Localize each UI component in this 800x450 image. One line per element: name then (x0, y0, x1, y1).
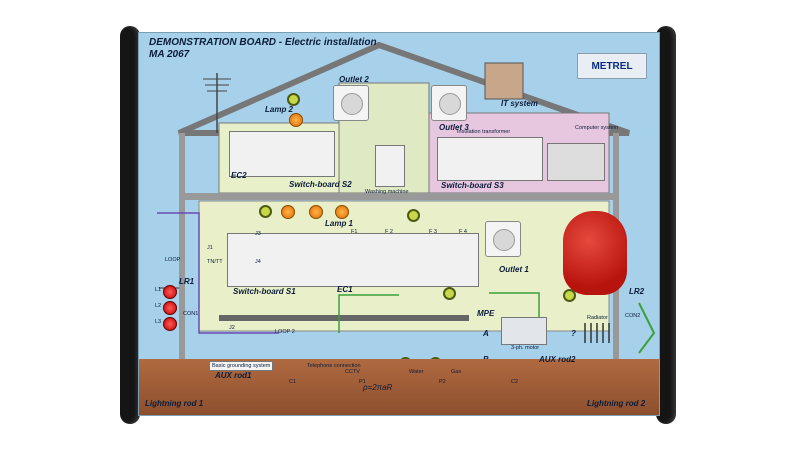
con1-label: CON1 (183, 311, 199, 317)
outlet-2-socket[interactable] (333, 85, 369, 121)
aux-rod1-label: AUX rod1 (215, 371, 252, 380)
outlet-3-label: Outlet 3 (439, 123, 469, 132)
jack-lamp2[interactable] (287, 93, 300, 106)
jack-lamp1[interactable] (259, 205, 272, 218)
lamp-1-bulb-c (335, 205, 349, 219)
telephone-label: Telephone connection (307, 363, 361, 369)
lr1-label: LR1 (179, 277, 195, 286)
l3-label: L3 (155, 319, 162, 325)
jack-main-2[interactable] (443, 287, 456, 300)
lamp-1-bulb-b (309, 205, 323, 219)
switchboard-s2-label: Switch-board S2 (289, 180, 352, 189)
f4-label: F 4 (459, 229, 467, 235)
radiator-label: Radiator (587, 315, 608, 321)
three-phase-motor (501, 317, 547, 345)
question-mark-label: ? (571, 329, 576, 338)
resistivity-formula: ρ=2πaR (363, 383, 393, 392)
j4-label: J4 (255, 259, 261, 265)
jack-main-3[interactable] (563, 289, 576, 302)
gas-label: Gas (451, 369, 462, 375)
f3-label: F 3 (429, 229, 437, 235)
computer-system (547, 143, 605, 181)
switchboard-s3-label: Switch-board S3 (441, 181, 504, 190)
f1-label: F1 (351, 229, 358, 235)
c1-label: C1 (289, 379, 297, 385)
demonstration-board: DEMONSTRATION BOARD - Electric installat… (138, 32, 660, 416)
loop-label: LOOP (165, 257, 181, 263)
three-phase-plug[interactable] (563, 211, 627, 295)
l2-indicator (163, 301, 177, 315)
p1-label: P1 (359, 379, 366, 385)
j3-label: J3 (255, 231, 261, 237)
outlet-1-label: Outlet 1 (499, 265, 529, 274)
l1-label: L1 (155, 287, 162, 293)
switchboard-s1[interactable] (227, 233, 479, 287)
loop2-label: LOOP 2 (275, 329, 295, 335)
cctv-label: CCTV (345, 369, 360, 375)
lr2-label: LR2 (629, 287, 645, 296)
tn-tt-label: TN/TT (207, 259, 223, 265)
right-handle-rail (656, 26, 676, 424)
brand-name: METREL (591, 60, 633, 72)
outlet-3-socket[interactable] (431, 85, 467, 121)
lightning-rod2-label: Lightning rod 2 (587, 399, 646, 408)
isolation-transformer-label: Insulation transformer (457, 129, 511, 135)
con2-label: CON2 (625, 313, 641, 319)
ec1-label: EC1 (337, 285, 353, 294)
motor-label: 3-ph. motor (511, 345, 540, 351)
lamp-1-bulb-a (281, 205, 295, 219)
jack-main-1[interactable] (407, 209, 420, 222)
board-model: MA 2067 (149, 49, 190, 60)
board-title: DEMONSTRATION BOARD - Electric installat… (149, 37, 377, 48)
basic-grounding-label: Basic grounding system (209, 361, 274, 371)
aux-rod2-label: AUX rod2 (539, 355, 576, 364)
p2-label: P2 (439, 379, 446, 385)
l1-indicator (163, 285, 177, 299)
a-label: A (483, 329, 489, 338)
washing-machine (375, 145, 405, 187)
j2-label: J2 (229, 325, 235, 331)
lamp-2-label: Lamp 2 (265, 105, 294, 114)
outlet-2-label: Outlet 2 (339, 75, 369, 84)
computer-system-label: Computer system (575, 125, 619, 131)
l3-indicator (163, 317, 177, 331)
left-handle-rail (120, 26, 140, 424)
lamp-1-label: Lamp 1 (325, 219, 354, 228)
l2-label: L2 (155, 303, 162, 309)
washing-machine-label: Washing machine (365, 189, 409, 195)
c2-label: C2 (511, 379, 519, 385)
outlet-1-socket[interactable] (485, 221, 521, 257)
lamp-2-bulb (289, 113, 303, 127)
f2-label: F 2 (385, 229, 393, 235)
water-label: Water (409, 369, 424, 375)
ec2-label: EC2 (231, 171, 247, 180)
it-system-label: IT system (501, 99, 538, 108)
j1-label: J1 (207, 245, 213, 251)
mpe-label: MPE (477, 309, 495, 318)
switchboard-s2[interactable] (229, 131, 335, 177)
metrel-logo: METREL (577, 53, 647, 79)
switchboard-s1-label: Switch-board S1 (233, 287, 296, 296)
switchboard-s3[interactable] (437, 137, 543, 181)
lightning-rod1-label: Lightning rod 1 (145, 399, 204, 408)
